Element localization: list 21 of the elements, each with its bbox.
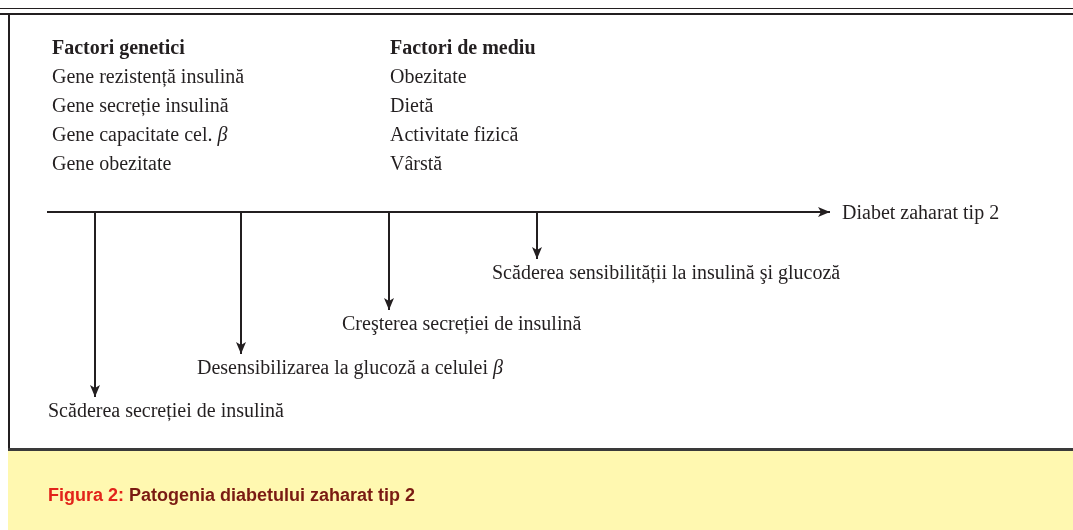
outcome-text: Diabet zaharat tip 2 (842, 201, 1000, 223)
factor-text: Dietă (390, 94, 434, 116)
down-arrow (236, 211, 246, 355)
factor-text: Gene capacitate cel. β (52, 123, 228, 145)
factor-text: Gene obezitate (52, 152, 172, 174)
column-heading: Factori de mediu (390, 36, 536, 58)
factor-text: Vârstă (390, 152, 443, 174)
outcome-text: Scăderea sensibilității la insulină şi glucoză (492, 261, 841, 283)
factor-text: Activitate fizică (390, 123, 519, 145)
factor-text: Obezitate (390, 65, 467, 87)
down-arrow (384, 211, 394, 311)
timeline-arrow (46, 207, 831, 217)
column-heading: Factori genetici (52, 36, 185, 58)
down-arrow (90, 211, 100, 398)
factor-text: Gene rezistență insulină (52, 65, 245, 87)
outcome-text: Scăderea secreției de insulină (48, 399, 284, 421)
factor-text: Gene secreție insulină (52, 94, 229, 116)
figure-caption: Figura 2: Patogenia diabetului zaharat tip 2 (48, 485, 416, 506)
down-arrow (532, 211, 542, 260)
outcome-text: Desensibilizarea la glucoză a celulei β (197, 356, 503, 378)
outcome-text: Creşterea secreției de insulină (342, 312, 582, 334)
